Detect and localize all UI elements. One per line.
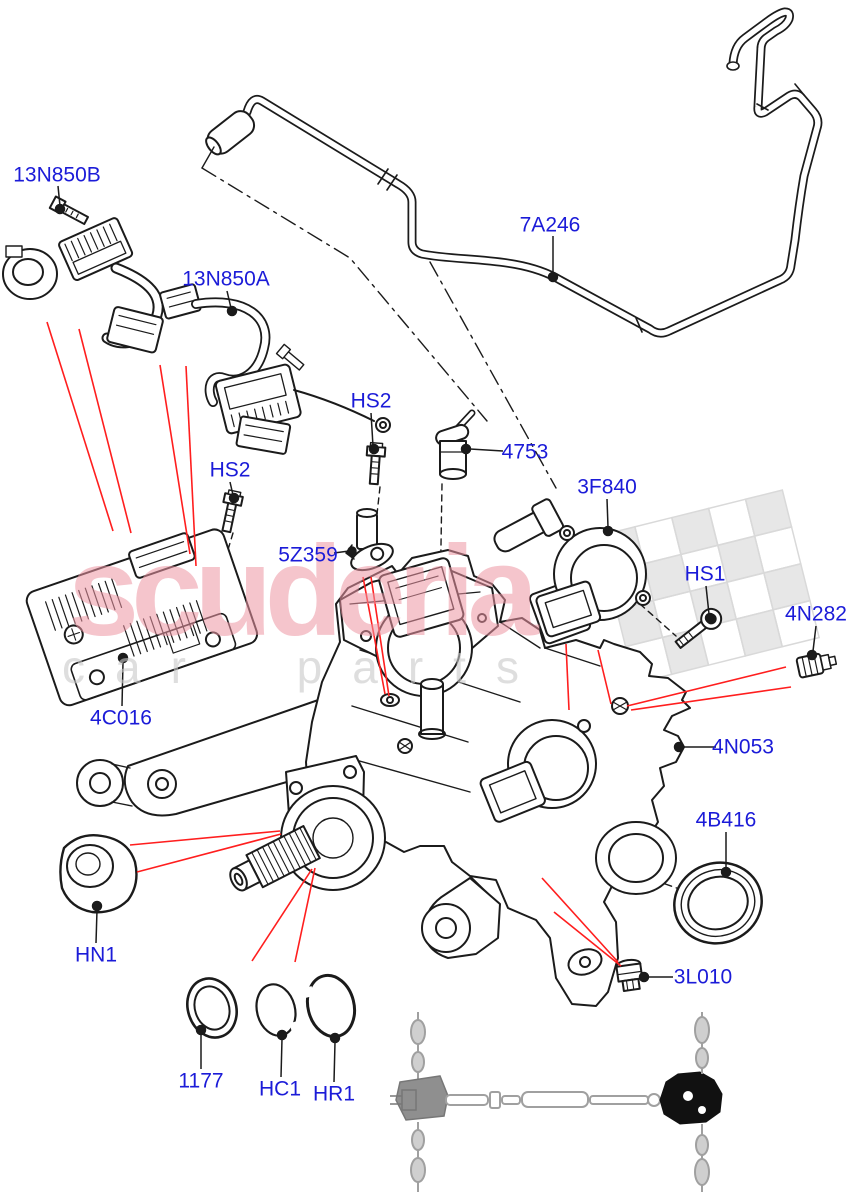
- part-label-4B416: 4B416: [695, 808, 757, 832]
- plug-3L010-drawing: [615, 958, 644, 992]
- harness-13N850A-drawing: [159, 283, 391, 455]
- part-label-4N282: 4N282: [785, 602, 847, 626]
- part-label-HC1: HC1: [258, 1077, 302, 1101]
- part-label-HS1: HS1: [684, 562, 726, 586]
- part-label-13N850A: 13N850A: [182, 267, 270, 291]
- driveline-locator-thumbnail: [390, 1012, 723, 1192]
- part-label-4C016: 4C016: [90, 706, 152, 730]
- part-label-3F840: 3F840: [577, 475, 637, 499]
- control-module-4C016-drawing: [25, 528, 259, 707]
- red-leader-lines: [46, 321, 792, 967]
- snap-ring-HR1-drawing: [300, 973, 357, 1039]
- plug-4N282-drawing: [795, 652, 838, 679]
- part-label-3L010: 3L010: [673, 965, 733, 989]
- rear-drive-unit-housing-drawing: [76, 549, 691, 1007]
- part-label-HR1: HR1: [312, 1082, 356, 1106]
- cap-HN1-drawing: [59, 834, 138, 914]
- tube-end-fitting: [205, 110, 256, 156]
- part-label-4N053: 4N053: [712, 735, 774, 759]
- part-label-7A246: 7A246: [519, 213, 581, 237]
- checkered-flag-watermark: [597, 489, 821, 685]
- vent-valve-4753-drawing: [435, 409, 476, 480]
- black-leader-lines: [54, 185, 818, 1083]
- part-label-13N850B: 13N850B: [13, 163, 101, 187]
- seal-4B416-drawing: [673, 861, 763, 945]
- part-label-HS2-upper: HS2: [350, 389, 392, 413]
- part-label-1177: 1177: [178, 1069, 224, 1093]
- part-label-HN1: HN1: [74, 943, 118, 967]
- part-label-5Z359: 5Z359: [278, 543, 338, 567]
- actuator-3F840-drawing: [493, 498, 651, 638]
- sensor-5Z359-drawing: [345, 508, 394, 572]
- vent-tube-7A246-drawing: [205, 7, 823, 338]
- harness-13N850B-drawing: [2, 195, 164, 354]
- part-label-HS2-left: HS2: [209, 458, 251, 482]
- part-label-4753: 4753: [501, 440, 549, 464]
- circlip-HC1-drawing: [255, 983, 302, 1037]
- seal-1177-drawing: [186, 977, 238, 1039]
